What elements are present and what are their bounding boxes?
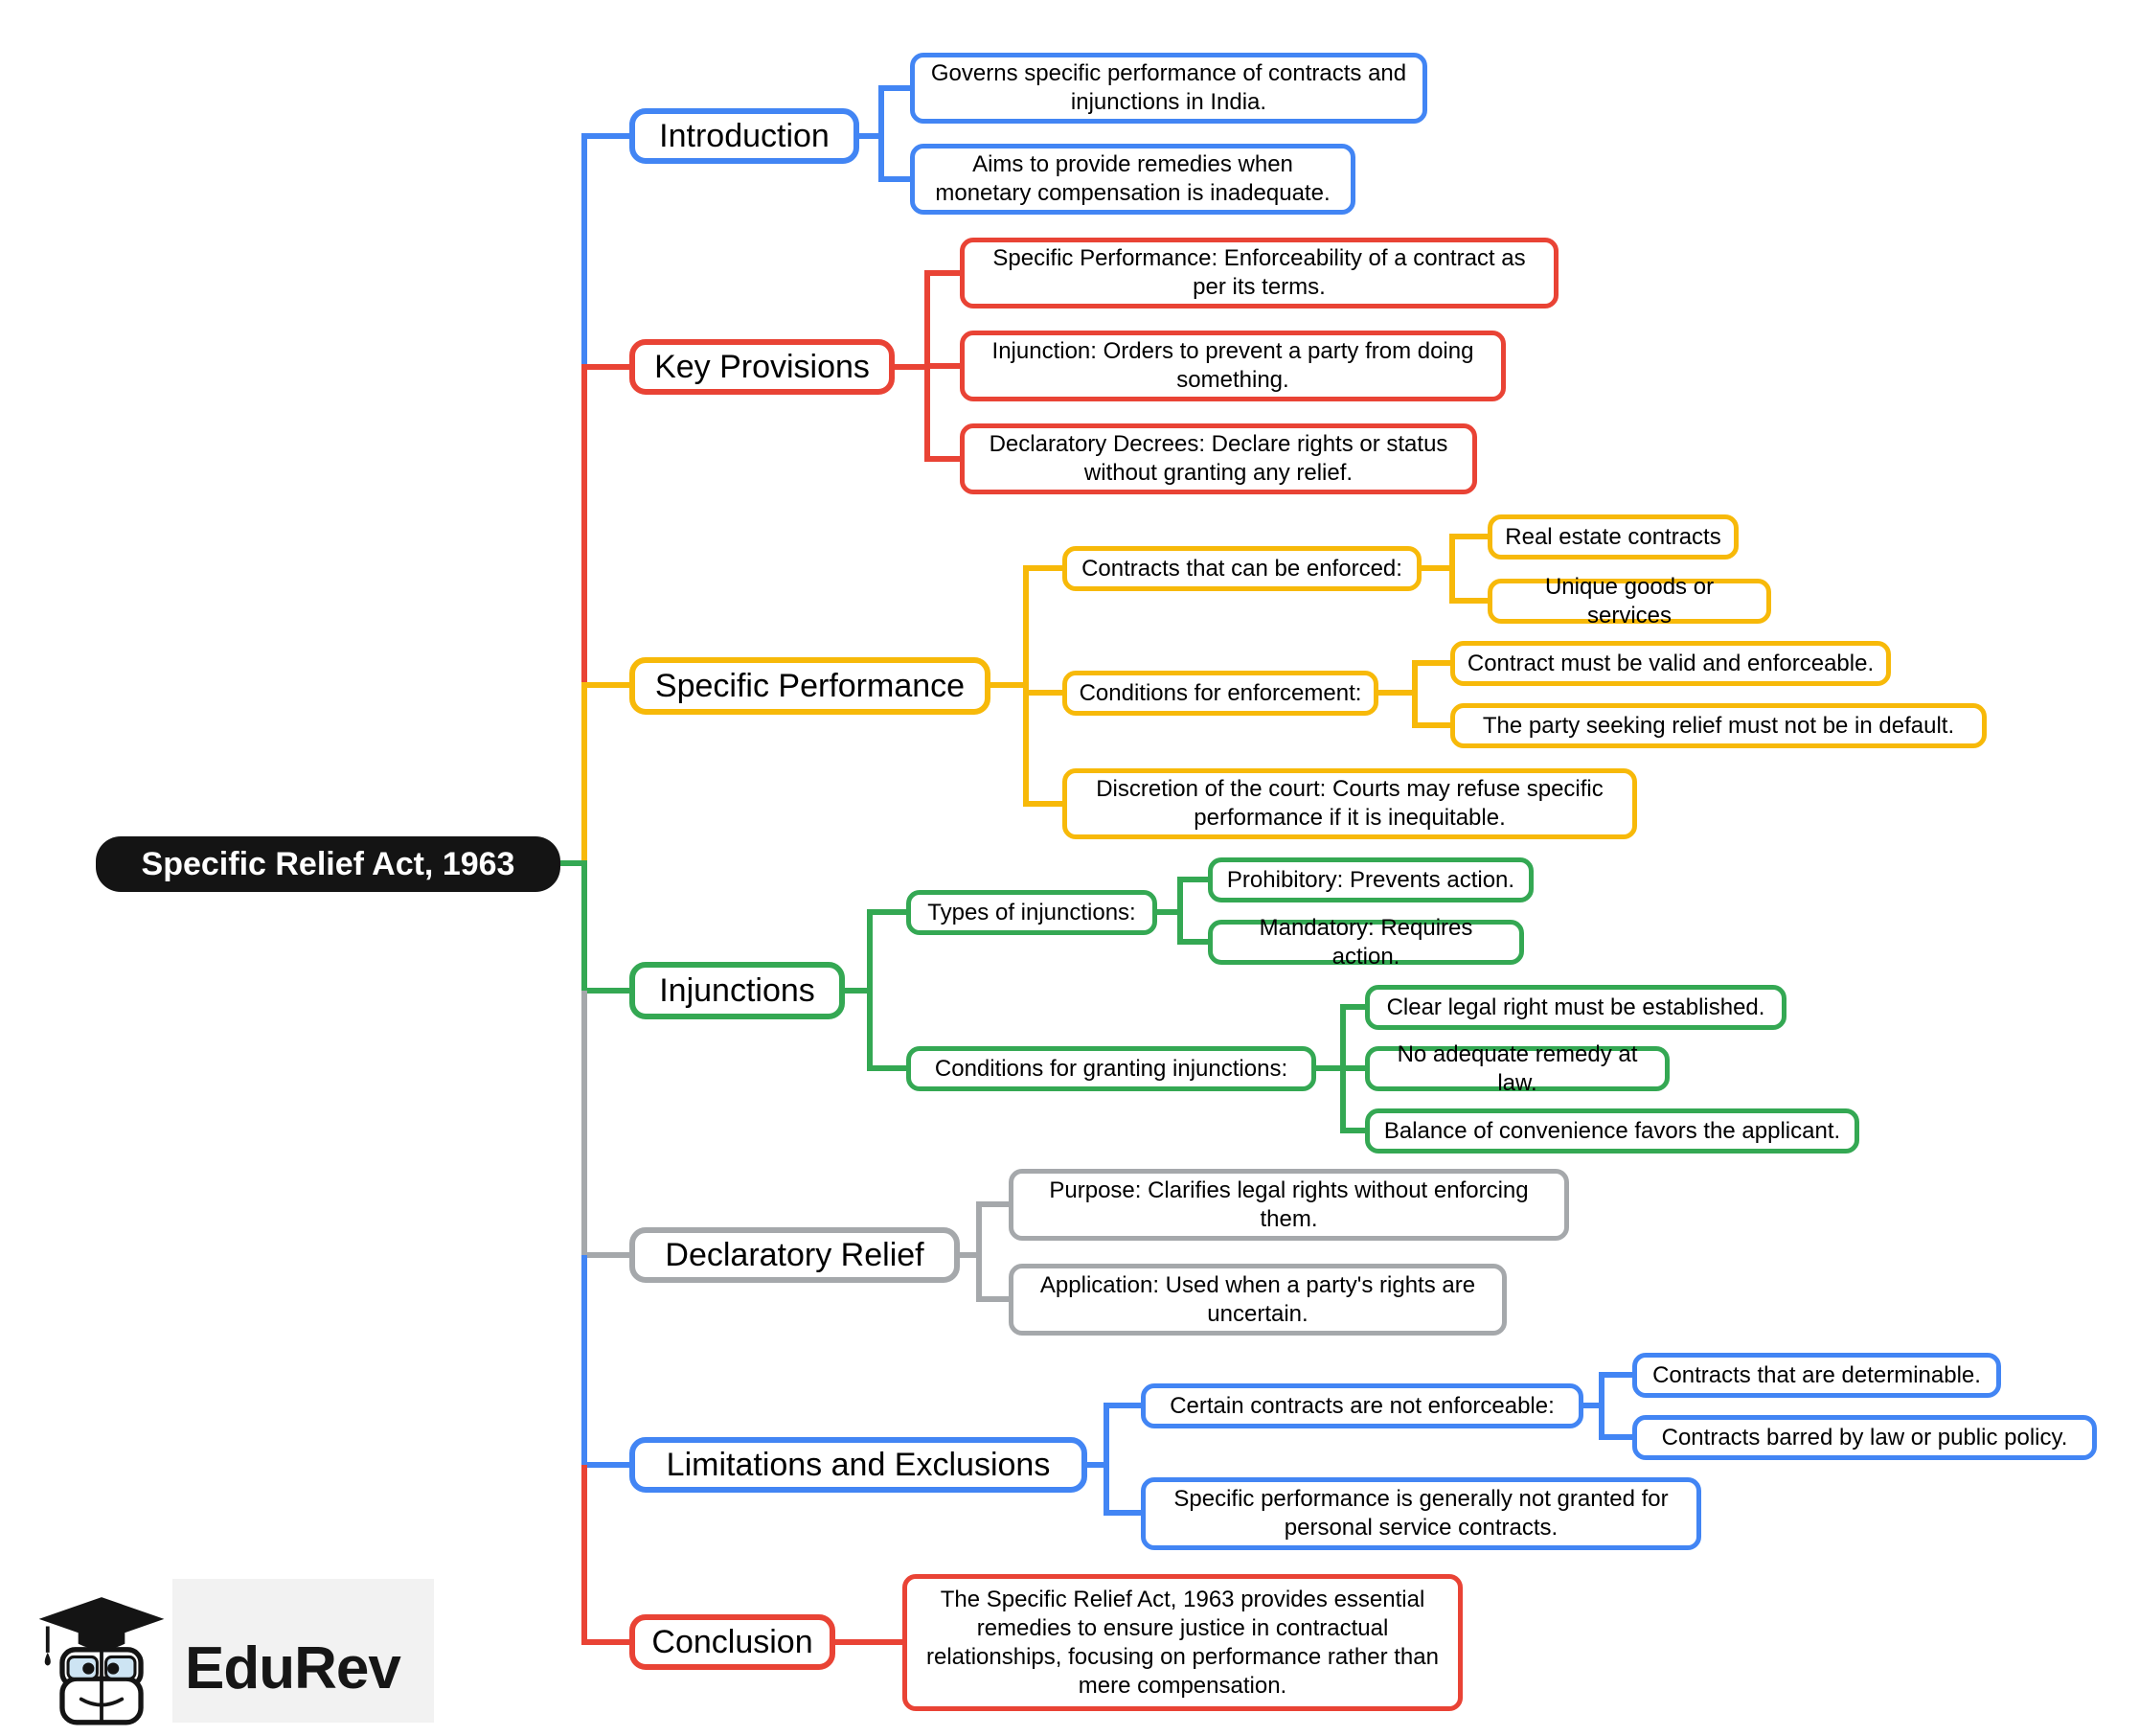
connector	[1422, 534, 1488, 604]
node-mandatory: Mandatory: Requires action.	[1208, 915, 1524, 970]
node-prohibitory: Prohibitory: Prevents action.	[1208, 857, 1534, 902]
node-contracts-enforced: Contracts that can be enforced:	[1062, 546, 1422, 591]
node-clear-legal-right: Clear legal right must be established.	[1365, 985, 1786, 1030]
edurev-brand-text: EduRev	[185, 1635, 401, 1702]
connector	[581, 991, 629, 1258]
node-no-adequate-remedy: No adequate remedy at law.	[1365, 1041, 1670, 1096]
node-conclusion-summary: The Specific Relief Act, 1963 provides e…	[902, 1574, 1463, 1711]
edurev-mascot-icon	[38, 1597, 165, 1725]
connector	[560, 860, 629, 994]
node-declaratory-decrees-definition: Declaratory Decrees: Declare rights or s…	[960, 423, 1477, 494]
connector	[1087, 1403, 1141, 1516]
node-governs-specific-performance: Governs specific performance of contract…	[910, 53, 1427, 124]
node-real-estate-contracts: Real estate contracts	[1488, 514, 1739, 560]
root-node: Specific Relief Act, 1963	[96, 836, 560, 892]
node-discretion-of-court: Discretion of the court: Courts may refu…	[1062, 768, 1637, 839]
branch-declaratory-relief: Declaratory Relief	[629, 1227, 960, 1283]
branch-key-provisions: Key Provisions	[629, 339, 895, 395]
connector	[960, 1201, 1009, 1302]
node-contracts-barred-by-law: Contracts barred by law or public policy…	[1632, 1415, 2097, 1460]
branch-specific-performance: Specific Performance	[629, 657, 990, 715]
node-contracts-determinable: Contracts that are determinable.	[1632, 1353, 2001, 1398]
branch-limitations-exclusions: Limitations and Exclusions	[629, 1437, 1087, 1493]
node-aims-to-provide-remedies: Aims to provide remedies when monetary c…	[910, 144, 1355, 215]
connector	[859, 85, 910, 182]
node-declaratory-application: Application: Used when a party's rights …	[1009, 1264, 1507, 1336]
connector	[845, 909, 906, 1071]
node-injunction-definition: Injunction: Orders to prevent a party fr…	[960, 331, 1506, 401]
connector	[1316, 1004, 1365, 1133]
connector	[581, 364, 629, 685]
connector	[581, 682, 629, 863]
node-declaratory-purpose: Purpose: Clarifies legal rights without …	[1009, 1169, 1569, 1241]
node-conditions-granting-injunctions: Conditions for granting injunctions:	[906, 1046, 1316, 1091]
node-specific-performance-definition: Specific Performance: Enforceability of …	[960, 238, 1559, 308]
node-types-of-injunctions: Types of injunctions:	[906, 890, 1157, 935]
connector	[581, 133, 629, 367]
branch-injunctions: Injunctions	[629, 962, 845, 1019]
connector	[581, 1465, 629, 1645]
node-contract-valid-enforceable: Contract must be valid and enforceable.	[1450, 641, 1891, 686]
connector	[895, 270, 960, 462]
node-unique-goods-services: Unique goods or services	[1488, 574, 1771, 628]
connector	[581, 1255, 629, 1468]
branch-introduction: Introduction	[629, 108, 859, 164]
node-conditions-enforcement: Conditions for enforcement:	[1062, 671, 1378, 716]
node-personal-service-contracts: Specific performance is generally not gr…	[1141, 1477, 1701, 1550]
connector	[1378, 660, 1450, 728]
branch-conclusion: Conclusion	[629, 1614, 835, 1670]
node-certain-contracts-not-enforceable: Certain contracts are not enforceable:	[1141, 1383, 1583, 1428]
node-party-not-in-default: The party seeking relief must not be in …	[1450, 703, 1987, 748]
connector	[990, 565, 1062, 807]
node-balance-of-convenience: Balance of convenience favors the applic…	[1365, 1108, 1859, 1154]
logo-background	[172, 1579, 434, 1723]
connector	[1583, 1372, 1632, 1440]
connector	[1157, 877, 1208, 945]
